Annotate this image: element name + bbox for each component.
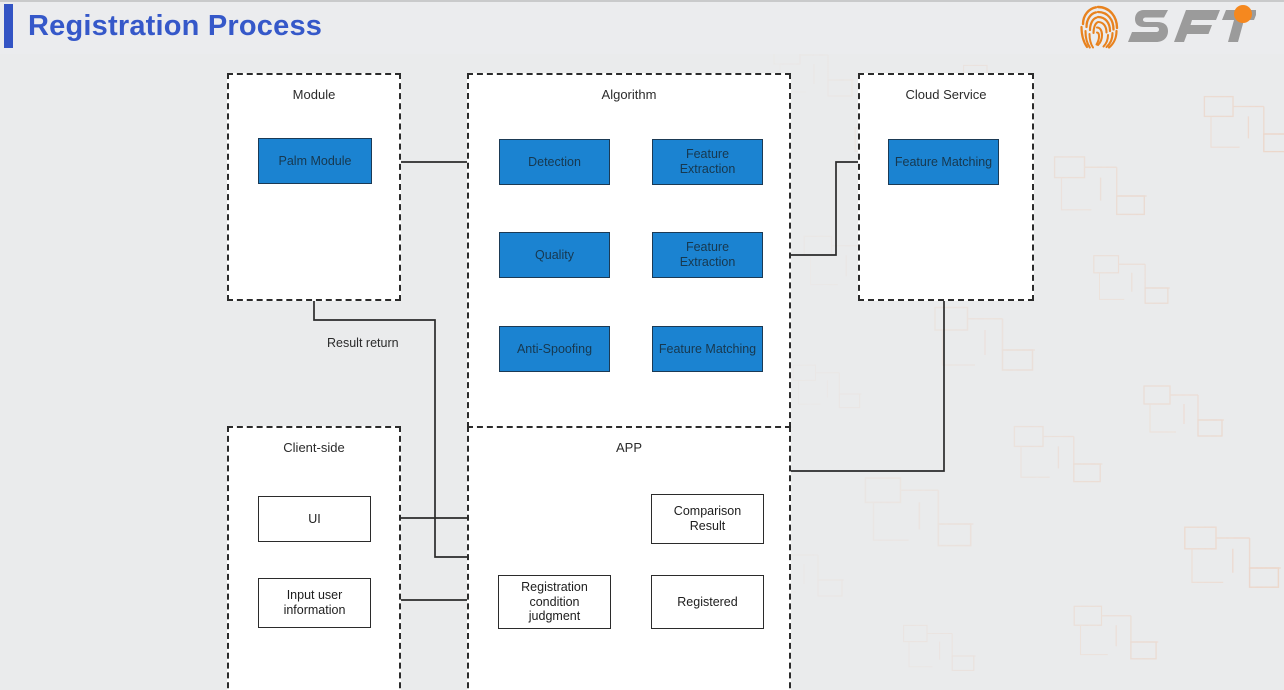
node-detection[interactable]: Detection xyxy=(499,139,610,185)
node-registered[interactable]: Registered xyxy=(651,575,764,629)
node-label: Feature Matching xyxy=(658,341,757,356)
group-app: APP xyxy=(467,426,791,690)
registration-process-flowchart: Module Algorithm Cloud Service Client-si… xyxy=(0,54,1284,690)
node-palm-module[interactable]: Palm Module xyxy=(258,138,372,184)
node-label: UI xyxy=(308,511,321,526)
node-label: Quality xyxy=(535,247,574,262)
node-feature-extraction-2[interactable]: Feature Extraction xyxy=(652,232,763,278)
node-label: Registration condition judgment xyxy=(521,579,588,624)
brand-logo xyxy=(1054,2,1256,52)
node-label: Comparison Result xyxy=(673,504,742,533)
node-label: Input user information xyxy=(283,588,346,617)
node-ui[interactable]: UI xyxy=(258,496,371,542)
group-cloud-service: Cloud Service xyxy=(858,73,1034,301)
edge-label-text: Result return xyxy=(327,336,399,350)
node-label: Feature Matching xyxy=(894,154,993,169)
node-feature-extraction-1[interactable]: Feature Extraction xyxy=(652,139,763,185)
node-anti-spoofing[interactable]: Anti-Spoofing xyxy=(499,326,610,372)
group-client-side: Client-side xyxy=(227,426,401,690)
fingerprint-icon xyxy=(1080,5,1119,49)
title-accent-bar xyxy=(4,4,13,48)
node-label: Palm Module xyxy=(278,153,352,168)
node-quality[interactable]: Quality xyxy=(499,232,610,278)
group-title-client-side: Client-side xyxy=(283,440,345,455)
node-label: Detection xyxy=(528,154,581,169)
node-label: Anti-Spoofing xyxy=(516,341,593,356)
node-label: Registered xyxy=(677,594,738,609)
node-registration-condition-judgment[interactable]: Registration condition judgment xyxy=(498,575,611,629)
sft-wordmark xyxy=(1128,5,1256,42)
node-feature-matching-algorithm[interactable]: Feature Matching xyxy=(652,326,763,372)
group-title-algorithm: Algorithm xyxy=(601,87,657,102)
page-header: Registration Process xyxy=(0,0,1284,54)
edge-label-result-return: Result return xyxy=(327,336,399,350)
group-title-cloud-service: Cloud Service xyxy=(905,87,987,102)
group-title-module: Module xyxy=(292,87,336,102)
node-label: Feature Extraction xyxy=(679,240,736,269)
page-title: Registration Process xyxy=(28,10,323,42)
node-feature-matching-cloud[interactable]: Feature Matching xyxy=(888,139,999,185)
node-comparison-result[interactable]: Comparison Result xyxy=(651,494,764,544)
node-input-user-information[interactable]: Input user information xyxy=(258,578,371,628)
node-label: Feature Extraction xyxy=(679,147,736,176)
group-title-app: APP xyxy=(615,440,642,455)
group-module: Module xyxy=(227,73,401,301)
